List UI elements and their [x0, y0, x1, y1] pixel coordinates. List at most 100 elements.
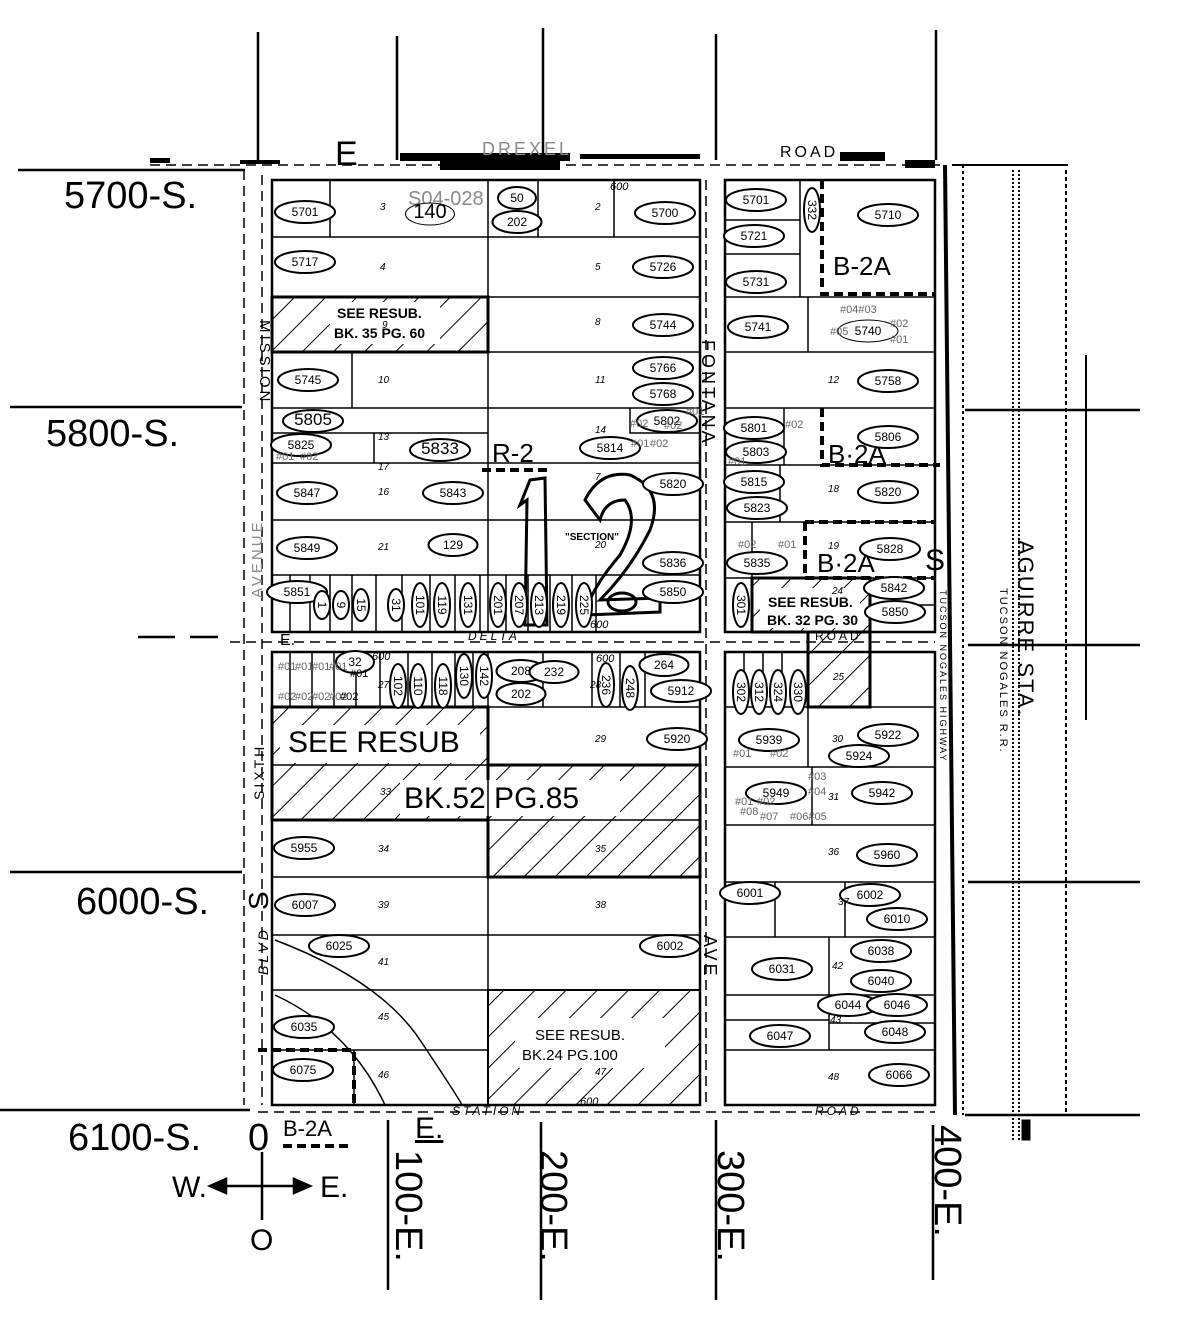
parcel-address[interactable]: 330 [789, 669, 807, 715]
parcel-address[interactable]: 5802 [636, 409, 698, 433]
parcel-address[interactable]: 102 [389, 663, 407, 709]
parcel-address[interactable]: 5850 [864, 600, 926, 624]
parcel-address[interactable]: 5924 [828, 744, 890, 768]
parcel-address[interactable]: 6002 [839, 883, 901, 907]
parcel-address[interactable]: 5758 [857, 369, 919, 393]
parcel-address[interactable]: 5806 [857, 425, 919, 449]
parcel-address[interactable]: 5744 [632, 313, 694, 337]
parcel-address[interactable]: 201 [489, 582, 507, 628]
parcel-address[interactable]: 6040 [850, 969, 912, 993]
parcel-address[interactable]: 130 [455, 653, 473, 699]
parcel-address[interactable]: 5740 [837, 319, 899, 343]
parcel-address[interactable]: 5939 [738, 728, 800, 752]
parcel-address[interactable]: 5803 [725, 440, 787, 464]
parcel-address[interactable]: 5942 [851, 781, 913, 805]
parcel-address[interactable]: 119 [433, 582, 451, 628]
parcel-address[interactable]: 5768 [632, 382, 694, 406]
parcel-address[interactable]: 5836 [642, 551, 704, 575]
parcel-address[interactable]: 202 [495, 682, 547, 706]
parcel-address[interactable]: 5801 [723, 416, 785, 440]
parcel-address[interactable]: 6035 [273, 1015, 335, 1039]
parcel-address[interactable]: 31 [387, 588, 405, 622]
parcel-address[interactable]: 302 [732, 669, 750, 715]
parcel-address[interactable]: 202 [491, 210, 543, 234]
parcel-address[interactable]: 232 [528, 660, 580, 684]
parcel-address[interactable]: 5843 [422, 481, 484, 505]
parcel-address[interactable]: 264 [638, 653, 690, 677]
parcel-address[interactable]: 142 [475, 653, 493, 699]
parcel-address[interactable]: 5745 [277, 368, 339, 392]
parcel-address[interactable]: 248 [621, 665, 639, 711]
parcel-address[interactable]: 32 [335, 650, 375, 674]
parcel-address[interactable]: 5731 [725, 270, 787, 294]
parcel-address[interactable]: 5949 [745, 781, 807, 805]
parcel-address[interactable]: 5726 [632, 255, 694, 279]
parcel-address[interactable]: 332 [803, 187, 821, 233]
parcel-address[interactable]: 129 [427, 533, 479, 557]
parcel-address[interactable]: 5960 [856, 843, 918, 867]
parcel-address[interactable]: 5815 [723, 470, 785, 494]
parcel-address[interactable]: 5920 [646, 727, 708, 751]
parcel-address[interactable]: 5701 [274, 200, 336, 224]
parcel-address[interactable]: 140 [405, 201, 455, 226]
parcel-address[interactable]: 5912 [650, 679, 712, 703]
parcel-address[interactable]: 213 [530, 582, 548, 628]
parcel-address[interactable]: 5820 [642, 472, 704, 496]
parcel-address[interactable]: 50 [497, 186, 537, 210]
parcel-address[interactable]: 6025 [308, 934, 370, 958]
parcel-address[interactable]: 5721 [723, 224, 785, 248]
parcel-address[interactable]: 312 [750, 669, 768, 715]
parcel-address[interactable]: 207 [510, 582, 528, 628]
parcel-address[interactable]: 236 [597, 662, 615, 708]
parcel-address[interactable]: 5814 [579, 436, 641, 460]
parcel-address[interactable]: 6038 [850, 939, 912, 963]
parcel-address[interactable]: 6066 [868, 1063, 930, 1087]
parcel-address[interactable]: 5741 [727, 315, 789, 339]
parcel-address[interactable]: 225 [575, 582, 593, 628]
parcel-address[interactable]: 5820 [857, 480, 919, 504]
lot-number: 30 [832, 734, 844, 745]
parcel-address[interactable]: 5828 [859, 537, 921, 561]
parcel-address[interactable]: 5701 [725, 188, 787, 212]
parcel-address[interactable]: 6010 [866, 907, 928, 931]
parcel-address[interactable]: 5847 [276, 481, 338, 505]
parcel-address[interactable]: 5835 [726, 551, 788, 575]
parcel-address[interactable]: 5700 [634, 201, 696, 225]
parcel-address[interactable]: 5851 [266, 580, 328, 604]
parcel-address[interactable]: 5710 [857, 203, 919, 227]
parcel-address[interactable]: 118 [434, 663, 452, 709]
parcel-address[interactable]: 6047 [749, 1024, 811, 1048]
parcel-address[interactable]: 131 [459, 582, 477, 628]
parcel-address[interactable]: 5766 [632, 356, 694, 380]
parcel-address[interactable]: 110 [409, 663, 427, 709]
parcel-address[interactable]: 6007 [274, 893, 336, 917]
parcel-address[interactable]: 5850 [642, 580, 704, 604]
parcel-ellipse [409, 438, 471, 462]
parcel-address[interactable]: 219 [552, 582, 570, 628]
parcel-address[interactable]: 101 [411, 582, 429, 628]
parcel-address[interactable]: 6075 [272, 1058, 334, 1082]
parcel-address[interactable]: 5833 [409, 438, 471, 462]
grid-label-5800s: 5800-S. [46, 413, 179, 455]
parcel-address[interactable]: 6002 [639, 934, 701, 958]
parcel-address[interactable]: 6046 [866, 993, 928, 1017]
parcel-address[interactable]: 1 [313, 590, 331, 620]
parcel-address[interactable]: 5922 [857, 723, 919, 747]
parcel-address[interactable]: 324 [769, 669, 787, 715]
parcel-address[interactable]: 9 [332, 590, 350, 620]
parcel-address[interactable]: 5955 [273, 836, 335, 860]
parcel-number: 142 [477, 666, 491, 686]
parcel-address[interactable]: 5825 [270, 433, 332, 457]
parcel-address[interactable]: 5823 [726, 496, 788, 520]
parcel-address[interactable]: 15 [352, 588, 370, 622]
unit-number: #03 [808, 771, 826, 783]
parcel-address[interactable]: 5717 [274, 250, 336, 274]
parcel-address[interactable]: 301 [732, 582, 750, 628]
parcel-address[interactable]: 5842 [863, 576, 925, 600]
parcel-address[interactable]: 6048 [864, 1020, 926, 1044]
street-fontana-ave: AVE [700, 935, 720, 979]
parcel-address[interactable]: 5849 [276, 536, 338, 560]
parcel-address[interactable]: 6001 [719, 881, 781, 905]
parcel-address[interactable]: 6031 [751, 957, 813, 981]
parcel-address[interactable]: 5805 [282, 409, 344, 433]
